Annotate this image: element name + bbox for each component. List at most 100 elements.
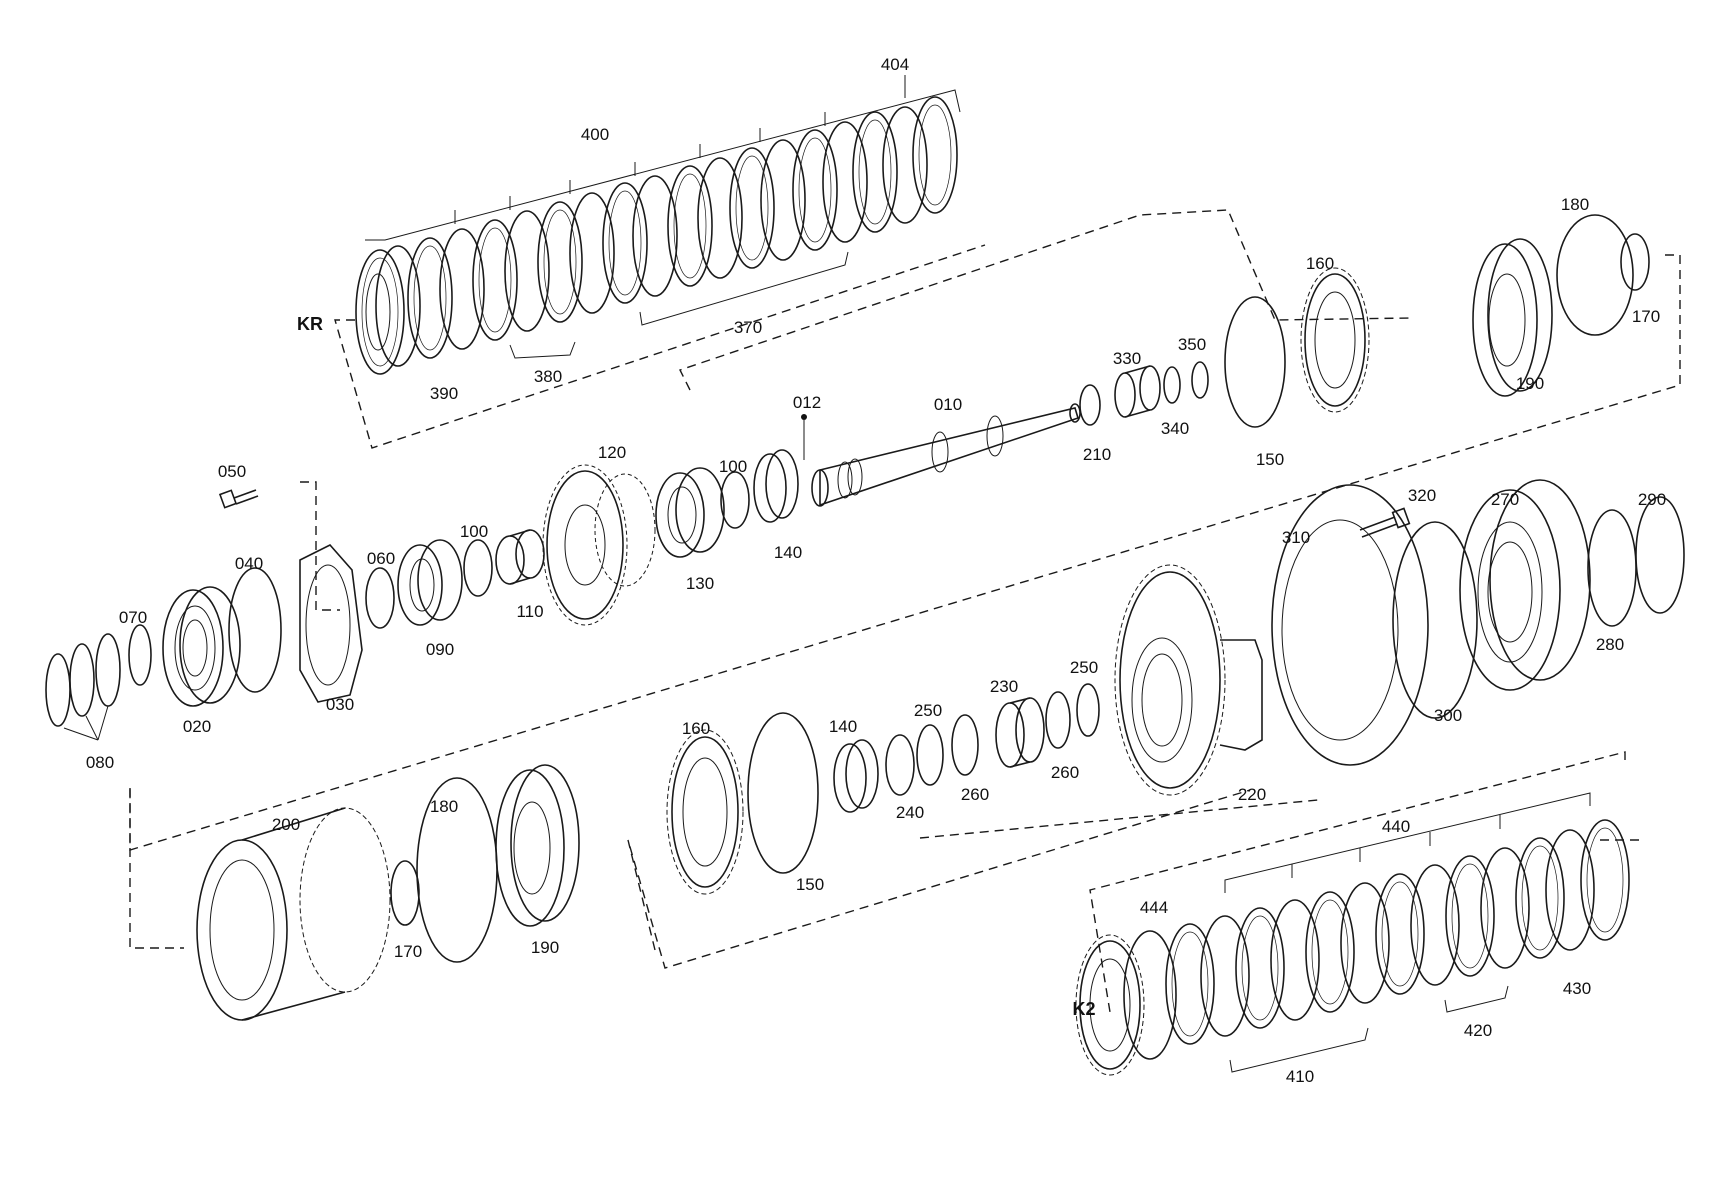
callout-010: 010 [934,395,962,414]
callout-444: 444 [1140,898,1168,917]
part-300-snap-ring [1392,521,1478,719]
callout-110: 110 [516,602,543,621]
k2-brackets [1224,792,1591,1073]
part-320-bolt [1359,507,1411,538]
callout-050: 050 [218,462,246,481]
callout-320: 320 [1408,486,1436,505]
part-270-bearing [1459,479,1591,691]
callout-060: 060 [367,549,395,568]
callout-170-lower: 170 [394,942,422,961]
callout-340: 340 [1161,419,1189,438]
part-160-disc-lower [666,729,744,895]
clutch-drum-row [196,712,819,1021]
callout-190-upper: 190 [1516,374,1544,393]
callout-200: 200 [272,815,300,834]
callout-390: 390 [430,384,458,403]
part-250-ring-right [1076,683,1100,737]
callout-140-lower: 140 [829,717,857,736]
callout-280: 280 [1596,635,1624,654]
callout-120: 120 [598,443,626,462]
part-260-ring-right [1045,691,1071,749]
part-350-circlip [1191,361,1209,399]
part-140-seal-lower [833,739,879,813]
callout-080: 080 [86,753,114,772]
callout-240: 240 [896,803,924,822]
part-060-ring [365,567,395,629]
callout-labels: KR K2 404 400 370 380 390 050 040 060 07… [86,55,1666,1086]
callout-270: 270 [1491,490,1519,509]
k2-plate-stack [1075,819,1630,1076]
part-310-flange-plate [1271,484,1429,766]
callout-100-left: 100 [460,522,488,541]
part-080-snap-rings [45,633,121,741]
callout-170-upper: 170 [1632,307,1660,326]
callout-070: 070 [119,608,147,627]
callout-250-right: 250 [1070,658,1098,677]
part-012-marker [801,414,807,420]
callout-310: 310 [1282,528,1310,547]
part-020-bearing [162,586,241,707]
part-010-shaft [811,403,1081,507]
kr-clutch-pack [355,75,961,375]
part-260-ring-left [951,714,979,776]
part-130-bearing [655,467,725,558]
callout-290: 290 [1638,490,1666,509]
callout-180-lower: 180 [430,797,458,816]
callout-250-left: 250 [914,701,942,720]
callout-130: 130 [686,574,714,593]
callout-190-lower: 190 [531,938,559,957]
kr-plate-stack [355,96,958,375]
callout-020: 020 [183,717,211,736]
part-340-ring [1163,366,1181,404]
callout-180-upper: 180 [1561,195,1589,214]
part-280-ring [1587,509,1637,627]
callout-380: 380 [534,367,562,386]
callout-300: 300 [1434,706,1462,725]
callout-220: 220 [1238,785,1266,804]
k2-clutch-pack [1075,792,1630,1076]
assembly-guide-lines [129,209,1681,1013]
callout-260-right: 260 [1051,763,1079,782]
callout-410: 410 [1286,1067,1314,1086]
part-190-piston-upper [1472,238,1553,397]
part-150-snap-ring-upper [1224,296,1286,428]
callout-440: 440 [1382,817,1410,836]
part-330-needle-bearing [1114,365,1161,418]
callout-030: 030 [326,695,354,714]
group-label-kr: KR [297,314,323,334]
part-160-disc-upper [1300,267,1370,413]
part-090-bearing [397,539,463,626]
callout-260-left: 260 [961,785,989,804]
part-250-ring-left [916,724,944,786]
group-label-k2: K2 [1072,999,1095,1019]
kr-brackets [365,75,961,359]
part-290-circlip [1635,496,1685,614]
output-gear-row [833,479,1685,813]
part-230-needle-bearing [995,697,1045,768]
callout-012: 012 [793,393,821,412]
callout-350: 350 [1178,335,1206,354]
callout-400: 400 [581,125,609,144]
callout-420: 420 [1464,1021,1492,1040]
callout-040: 040 [235,554,263,573]
part-140-seal-upper [753,449,799,523]
callout-330: 330 [1113,349,1141,368]
part-170-ring-lower [390,860,420,926]
callout-370: 370 [734,318,762,337]
callout-230: 230 [990,677,1018,696]
part-240-ring [885,734,915,796]
callout-150-upper: 150 [1256,450,1284,469]
callout-100-right: 100 [719,457,747,476]
callout-430: 430 [1563,979,1591,998]
part-180-disc-upper [1556,214,1634,336]
part-200-clutch-drum [196,807,391,1021]
part-050-bolt [218,489,259,509]
part-170-ring-upper [1620,233,1650,291]
callout-150-lower: 150 [796,875,824,894]
callout-160-upper: 160 [1306,254,1334,273]
part-110-sleeve [495,529,545,585]
callout-140-upper: 140 [774,543,802,562]
part-040-ring [228,567,282,693]
input-shaft-row [45,214,1650,741]
